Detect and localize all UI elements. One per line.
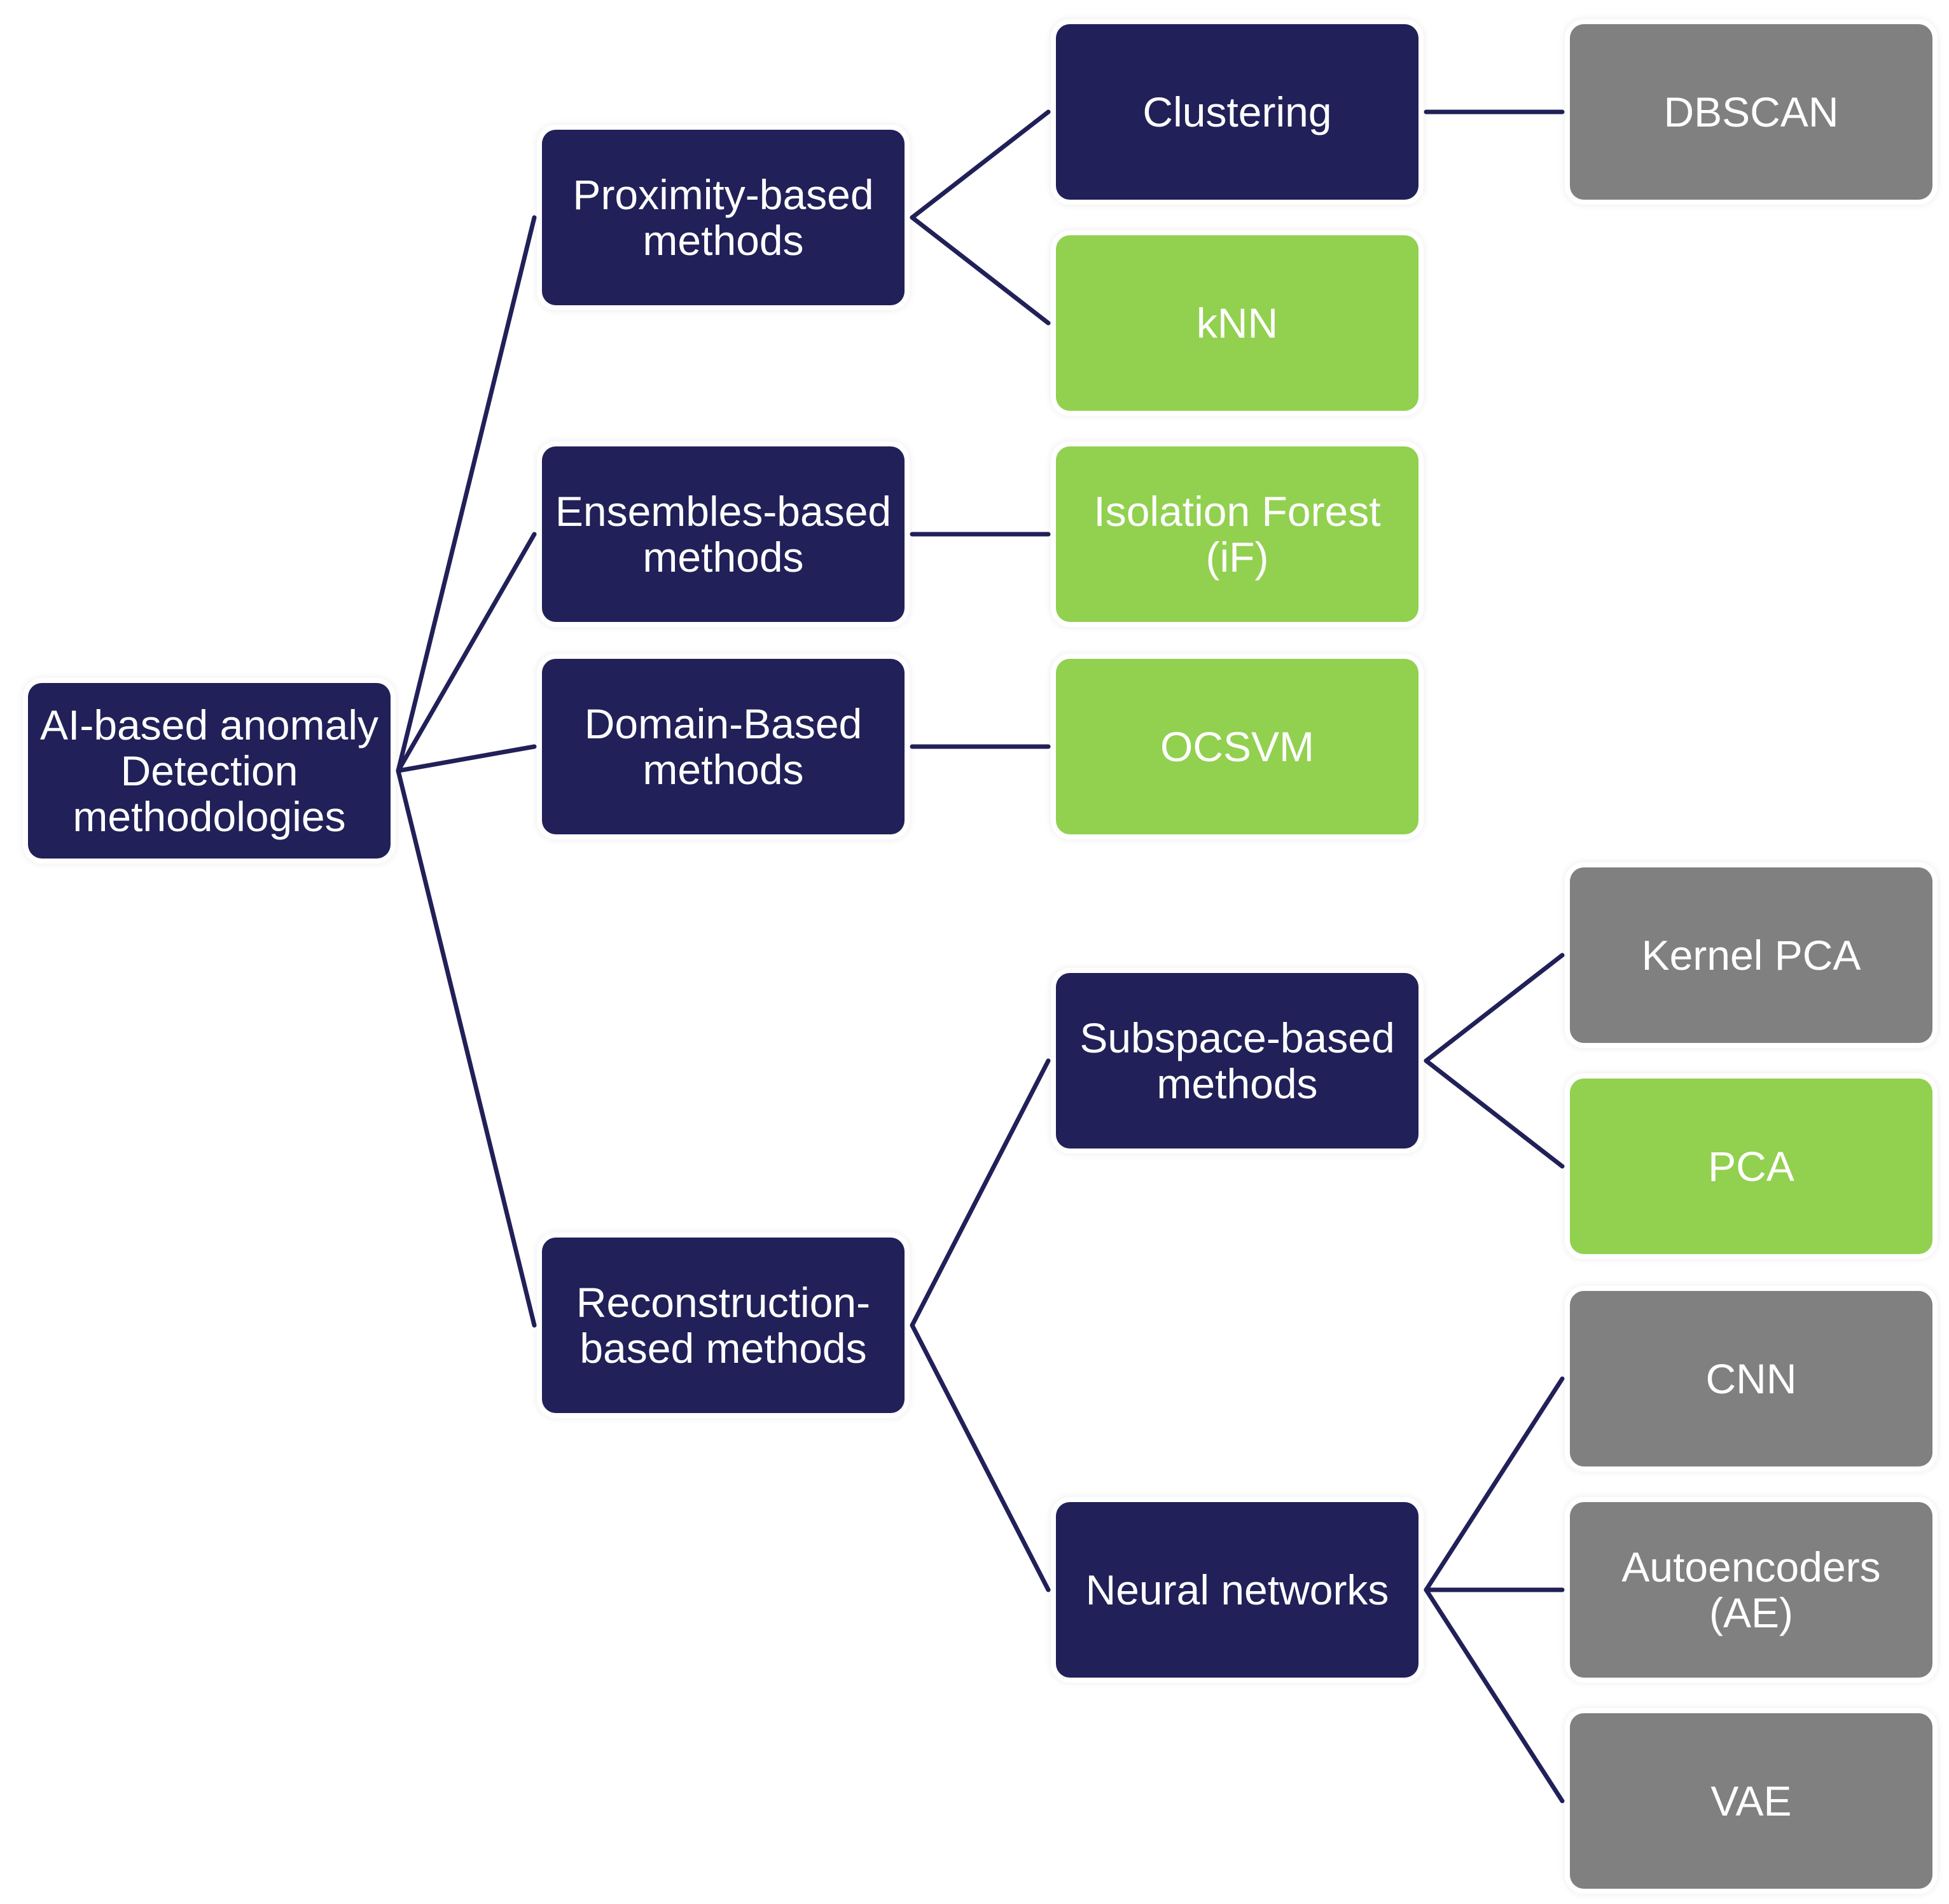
- node-pca: PCA: [1570, 1079, 1932, 1254]
- node-cnn: CNN: [1570, 1291, 1932, 1466]
- connector-neural_networks-cnn: [1424, 1376, 1565, 1592]
- connector-root-proximity: [396, 215, 537, 773]
- node-root: AI-based anomaly Detection methodologies: [28, 683, 391, 859]
- connector-root-ensembles: [396, 532, 537, 773]
- node-neural-networks: Neural networks: [1056, 1502, 1418, 1678]
- connector-root-domain: [396, 744, 537, 773]
- node-ensembles-based-methods: Ensembles-based methods: [542, 446, 905, 622]
- node-reconstruction-based-methods: Reconstruction- based methods: [542, 1238, 905, 1413]
- connector-subspace-pca: [1424, 1058, 1565, 1169]
- node-ocsvm: OCSVM: [1056, 659, 1418, 834]
- node-proximity-based-methods: Proximity-based methods: [542, 130, 905, 305]
- node-vae: VAE: [1570, 1713, 1932, 1889]
- node-knn: kNN: [1056, 235, 1418, 411]
- connector-reconstruction-neural_networks: [910, 1323, 1051, 1592]
- node-domain-based-methods: Domain-Based methods: [542, 659, 905, 834]
- node-kernel-pca: Kernel PCA: [1570, 867, 1932, 1043]
- node-clustering: Clustering: [1056, 24, 1418, 200]
- connector-proximity-clustering: [910, 109, 1051, 220]
- node-isolation-forest: Isolation Forest (iF): [1056, 446, 1418, 622]
- node-subspace-based-methods: Subspace-based methods: [1056, 973, 1418, 1149]
- connector-proximity-knn: [910, 215, 1051, 326]
- node-autoencoders: Autoencoders (AE): [1570, 1502, 1932, 1678]
- node-dbscan: DBSCAN: [1570, 24, 1932, 200]
- connector-neural_networks-vae: [1424, 1587, 1565, 1804]
- connector-reconstruction-subspace: [910, 1058, 1051, 1328]
- connector-root-reconstruction: [396, 768, 537, 1328]
- connector-subspace-kernel_pca: [1424, 953, 1565, 1063]
